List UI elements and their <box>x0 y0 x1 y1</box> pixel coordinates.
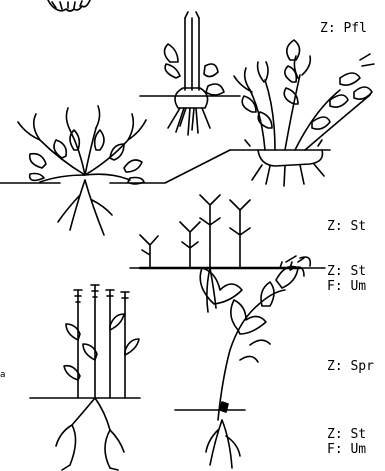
label-sto-1: Z: St <box>327 220 366 234</box>
label-umi-2: F: Um <box>327 443 366 457</box>
bulb-plant-top-center <box>140 12 240 135</box>
label-pfl: Z: Pfl <box>320 22 367 36</box>
label-umi-1: F: Um <box>327 280 366 294</box>
rosette-plant-left <box>0 106 230 235</box>
partial-root-cluster <box>48 0 90 11</box>
label-sto-2: Z: St <box>327 265 366 279</box>
raceme-plant-bottom-left <box>30 285 140 470</box>
label-sto-3: Z: St <box>327 428 366 442</box>
side-mark-a: a <box>0 370 6 380</box>
stolon-plant-middle <box>130 195 325 312</box>
climbing-plant-bottom-right <box>175 257 310 468</box>
mint-plant-top-right <box>230 40 374 186</box>
label-spr: Z: Spr <box>327 360 374 374</box>
